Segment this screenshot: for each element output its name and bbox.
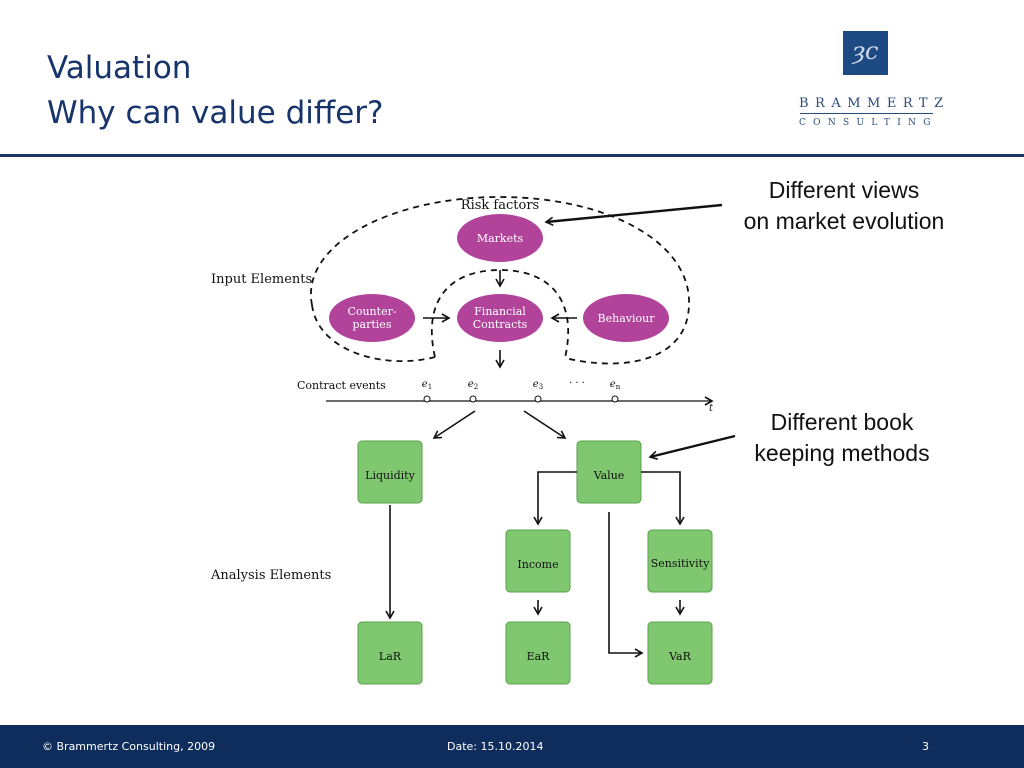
- event-label: e3: [533, 379, 543, 391]
- counterparties-node-label: parties: [353, 318, 392, 331]
- events-to-value-arrow: [523, 410, 567, 439]
- event-marker: [534, 395, 542, 403]
- financial-contracts-node-label: Contracts: [473, 318, 528, 331]
- event-marker: [611, 395, 619, 403]
- behaviour-node-label: Behaviour: [598, 312, 656, 325]
- event-label: e2: [468, 379, 478, 391]
- event-marker: [423, 395, 431, 403]
- markets-node-label: Markets: [477, 232, 524, 245]
- lar-node: [357, 621, 423, 685]
- contract-events-label: Contract events: [297, 379, 386, 392]
- footer-page-number: 3: [922, 740, 929, 753]
- risk-factors-label: Risk factors: [461, 198, 539, 213]
- income-node-label: Income: [517, 558, 558, 571]
- annotation-line: keeping methods: [754, 440, 930, 466]
- liquidity-node: [357, 440, 423, 504]
- analysis-elements-label: Analysis Elements: [210, 568, 331, 583]
- annotation-line: on market evolution: [743, 208, 945, 234]
- value-node-label: Value: [593, 469, 625, 482]
- bookkeeping-pointer: [648, 434, 736, 460]
- value-to-sensitivity-arrow: [641, 471, 685, 526]
- counterparties-node-label: Counter-: [347, 305, 396, 318]
- annotation-market-views: Different views on market evolution: [724, 175, 964, 237]
- income-node: [505, 529, 571, 593]
- market-views-pointer: [544, 203, 723, 227]
- financial-contracts-node-label: Financial: [474, 305, 526, 318]
- brand-divider: [800, 113, 933, 114]
- sensitivity-node-label: Sensitivity: [651, 557, 710, 570]
- financial-contracts-node: [457, 294, 543, 342]
- counterparties-node: [329, 294, 415, 342]
- header-rule: [0, 154, 1024, 157]
- footer-copyright: © Brammertz Consulting, 2009: [42, 740, 216, 753]
- ear-node-label: EaR: [527, 650, 551, 663]
- slide-subtitle: Why can value differ?: [47, 95, 384, 131]
- event-label: e1: [422, 379, 432, 391]
- event-marker: [469, 395, 477, 403]
- annotation-line: Different book: [770, 409, 914, 435]
- brand-name: BRAMMERTZ: [799, 96, 950, 111]
- sensitivity-node: [647, 529, 713, 593]
- input-elements-label: Input Elements: [211, 272, 312, 287]
- liquidity-node-label: Liquidity: [365, 469, 415, 482]
- var-node-label: VaR: [668, 650, 691, 663]
- var-node: [647, 621, 713, 685]
- value-to-income-arrow: [533, 471, 577, 526]
- slide-title: Valuation: [47, 50, 192, 86]
- brand-tagline: CONSULTING: [799, 118, 938, 128]
- annotation-bookkeeping: Different book keeping methods: [735, 407, 949, 469]
- timeline-axis-label: t: [709, 403, 714, 414]
- value-to-var-arrow: [608, 512, 644, 658]
- outer-left-dashed-close: [311, 304, 436, 362]
- footer-date: Date: 15.10.2014: [447, 740, 544, 753]
- inner-dashed-arc: [430, 269, 570, 359]
- timeline-ellipsis: · · ·: [569, 378, 585, 389]
- bc-monogram-logo-icon: ȝc: [843, 31, 888, 75]
- footer-bar: [0, 725, 1024, 768]
- behaviour-node: [583, 294, 669, 342]
- lar-node-label: LaR: [379, 650, 402, 663]
- event-label: en: [610, 379, 621, 391]
- markets-node: [457, 214, 543, 262]
- events-to-liquidity-arrow: [432, 410, 476, 439]
- ear-node: [505, 621, 571, 685]
- annotation-line: Different views: [768, 177, 920, 203]
